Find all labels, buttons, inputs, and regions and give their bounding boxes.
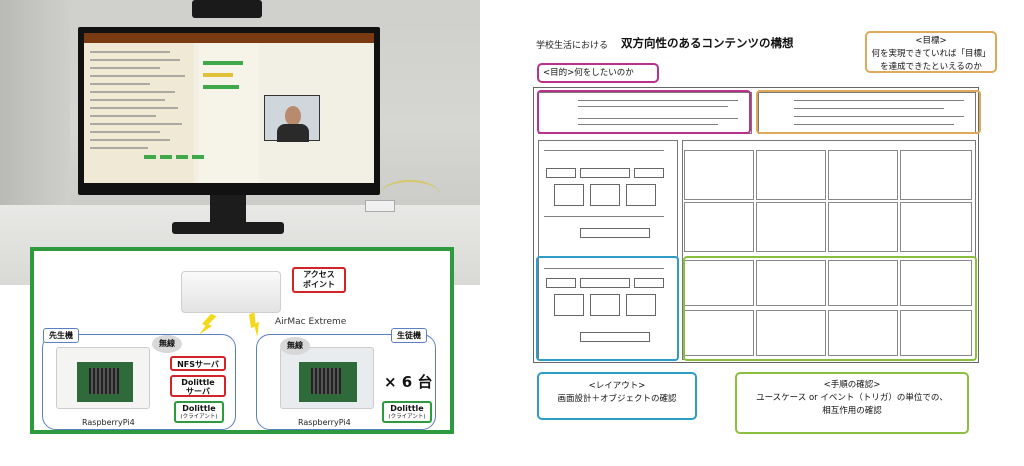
- teacher-machine-tag: 先生機: [43, 328, 79, 343]
- steps-highlight: [683, 256, 977, 361]
- layout-heading: <レイアウト>: [588, 381, 646, 391]
- monitor-screen: [84, 33, 374, 183]
- dolittle-client-text: Dolittle: [182, 404, 216, 413]
- student-pi-label: RaspberryPi4: [298, 418, 351, 427]
- classroom-photo: [0, 0, 480, 285]
- layout-highlight: [536, 256, 679, 361]
- issue-highlight: [537, 90, 751, 134]
- document-title: 双方向性のあるコンテンツの構想: [621, 36, 794, 50]
- layout-callout: <レイアウト> 画面設計＋オブジェクトの確認: [537, 372, 697, 420]
- steps-callout: <手順の確認> ユースケース or イベント（トリガ）の単位での、 相互作用の確…: [735, 372, 969, 434]
- goal-line-1: 何を実現できていれば「目標」: [871, 49, 991, 59]
- screen-titlebar: [84, 33, 374, 43]
- person-face: [285, 106, 301, 126]
- raspberry-pi-student-image: [280, 347, 374, 409]
- wireless-bubble: 無線: [280, 337, 310, 355]
- dolittle-server-text: Dolittle サーバ: [181, 378, 215, 396]
- goal-line-2: を達成できたといえるのか: [880, 62, 982, 72]
- purpose-callout: <目的>何をしたいのか: [537, 63, 659, 83]
- screen-editor-pane: [84, 43, 194, 183]
- target-box: [758, 92, 976, 134]
- client-subtext: (クライアント): [388, 414, 426, 420]
- airmac-router-image: [181, 271, 281, 313]
- student-machine-group: [256, 334, 436, 430]
- goal-callout: <目標> 何を実現できていれば「目標」 を達成できたといえるのか: [865, 31, 997, 73]
- wireless-bubble: 無線: [152, 335, 182, 353]
- raspberry-pi-teacher-image: [56, 347, 150, 409]
- times-six-label: × 6 台: [384, 373, 433, 391]
- client-subtext: (クライアント): [180, 414, 218, 420]
- cable: [380, 180, 440, 210]
- dolittle-server-label: Dolittle サーバ: [170, 375, 226, 397]
- person-body: [277, 124, 309, 142]
- wireless-bolt-icon: [245, 312, 264, 338]
- steps-heading: <手順の確認>: [823, 380, 881, 390]
- monitor-base: [172, 222, 284, 234]
- layout-body: 画面設計＋オブジェクトの確認: [557, 394, 677, 404]
- teacher-pi-label: RaspberryPi4: [82, 418, 135, 427]
- layout-section: [538, 140, 678, 360]
- steps-section: [682, 140, 976, 360]
- steps-line-1: ユースケース or イベント（トリガ）の単位での、: [756, 393, 948, 403]
- student-machine-tag: 生徒機: [391, 328, 427, 343]
- dolittle-client-label-teacher: Dolittle (クライアント): [174, 401, 224, 423]
- document-title-prefix: 学校生活における: [536, 41, 609, 51]
- nfs-server-label: NFSサーバ: [170, 356, 226, 371]
- webcam: [192, 0, 262, 18]
- airmac-label: AirMac Extreme: [275, 317, 347, 327]
- screen-controls-pane: [199, 43, 259, 183]
- dolittle-client-text: Dolittle: [390, 404, 424, 413]
- dolittle-client-label-student: Dolittle (クライアント): [382, 401, 432, 423]
- network-diagram: AirMac Extreme アクセス ポイント 先生機 生徒機 Raspber…: [30, 247, 454, 434]
- goal-heading: <目標>: [915, 36, 947, 46]
- teacher-machine-group: [42, 334, 236, 430]
- monitor-stand: [210, 195, 246, 225]
- video-window: [264, 95, 320, 142]
- steps-line-2: 相互作用の確認: [822, 406, 882, 416]
- access-point-label: アクセス ポイント: [292, 267, 346, 293]
- goal-highlight: [756, 90, 981, 134]
- access-point-text: アクセス ポイント: [303, 270, 335, 289]
